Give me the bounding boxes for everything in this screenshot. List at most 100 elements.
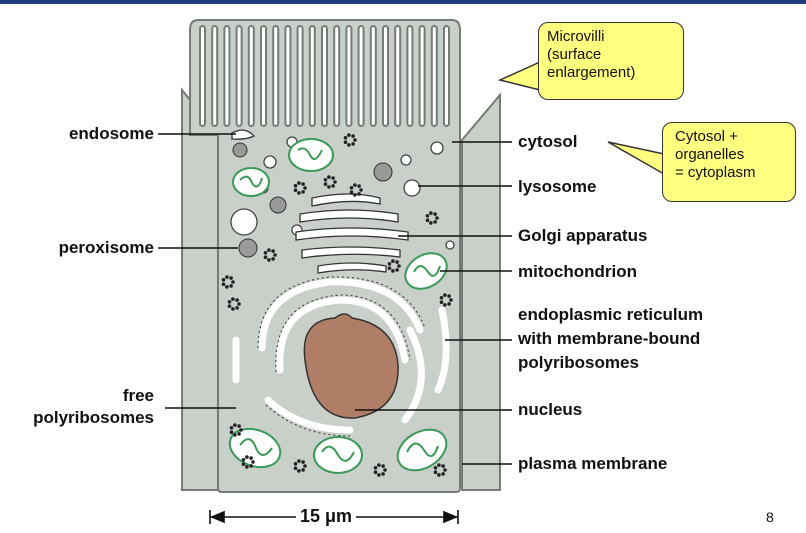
label-er-line2: with membrane-bound [518, 329, 701, 348]
microvillus [272, 25, 280, 127]
ribosome [353, 193, 357, 197]
ribosome [327, 175, 331, 179]
ribosome [381, 472, 385, 476]
microvillus [211, 25, 219, 127]
ribosome [447, 294, 451, 298]
microvilli-callout-line3: enlargement) [547, 64, 636, 81]
ribosome [293, 188, 298, 192]
ribosome [373, 466, 378, 470]
label-free-line2: polyribosomes [33, 408, 154, 427]
microvillus [406, 25, 414, 127]
microvillus [321, 25, 328, 127]
microvillus [284, 25, 292, 127]
ribosome [229, 284, 233, 288]
ribosome [351, 134, 355, 138]
microvillus [247, 25, 255, 127]
ribosome [343, 140, 348, 144]
ribosome [395, 268, 399, 272]
ribosome [349, 190, 354, 194]
mitochondria [228, 138, 448, 474]
ribosome [347, 133, 351, 137]
ribosome [359, 188, 363, 192]
ribosome [331, 184, 335, 188]
ribosome [297, 469, 301, 473]
microvillus [296, 25, 304, 127]
microvillus [333, 25, 341, 127]
ribosome [249, 456, 253, 460]
ribosome [425, 214, 430, 218]
nucleus-shape [303, 313, 399, 419]
ribosome [233, 433, 237, 437]
ribosome [397, 264, 401, 268]
label-golgi: Golgi apparatus [518, 226, 648, 245]
ribosome [303, 186, 307, 190]
ribosome [327, 185, 331, 189]
polyribosome-clusters [221, 133, 453, 477]
neighbor-cell-left [181, 87, 223, 491]
ribosome [353, 138, 357, 142]
ribosome [333, 180, 337, 184]
ribosome [301, 182, 305, 186]
ribosome [387, 266, 392, 271]
label-mitochondrion: mitochondrion [518, 262, 637, 281]
microvillus [235, 25, 243, 127]
microvillus [382, 25, 389, 127]
ribosome [429, 211, 433, 215]
ribosome [245, 465, 249, 469]
label-peroxisome: peroxisome [58, 238, 154, 257]
ribosome [437, 463, 441, 467]
microvillus [223, 25, 231, 127]
label-er-line1: endoplasmic reticulum [518, 305, 704, 324]
ribosome [331, 176, 335, 180]
ribosome [301, 190, 305, 194]
ribosome [235, 306, 239, 310]
ribosome [395, 260, 399, 264]
microvilli-callout-line2: (surface [547, 46, 602, 63]
microvillus [308, 25, 316, 127]
ribosome [383, 468, 387, 472]
microvillus [357, 25, 365, 127]
scale-bar-label: 15 μm [296, 506, 357, 527]
ribosome [301, 460, 305, 464]
ribosome [441, 472, 445, 476]
label-endosome: endosome [68, 124, 154, 143]
rough-er [232, 278, 450, 434]
ribosome [271, 257, 275, 261]
cytoplasm-callout-line2: organelles [675, 146, 745, 163]
microvillus [430, 25, 438, 127]
ribosome [349, 186, 354, 190]
ribosome [391, 259, 395, 263]
ribosome [429, 221, 433, 225]
ribosome [297, 191, 301, 195]
lysosomes-vesicles [230, 136, 455, 250]
ribosome [297, 181, 301, 185]
label-plasma-membrane: plasma membrane [518, 454, 668, 473]
ribosome [271, 249, 275, 253]
ribosome [237, 302, 241, 306]
endosome-shape [231, 129, 256, 140]
microvillus [199, 25, 206, 127]
ribosome [387, 262, 392, 266]
ribosome [241, 462, 246, 467]
ribosome [249, 464, 253, 468]
ribosome [303, 464, 307, 468]
ribosome [323, 182, 328, 186]
ribosome [293, 462, 298, 466]
ribosome [233, 423, 237, 427]
ribosome [441, 464, 445, 468]
ribosome [433, 470, 438, 475]
microvillus [345, 25, 353, 127]
microvillus [418, 25, 426, 127]
header-bar [0, 0, 806, 4]
ribosome [221, 278, 226, 282]
ribosome [357, 192, 361, 196]
ribosome [443, 303, 447, 307]
ribosome [251, 460, 255, 464]
ribosome [231, 280, 235, 284]
ribosome [301, 468, 305, 472]
ribosome [229, 426, 234, 430]
ribosome [237, 424, 241, 428]
microvilli-callout-pointer [497, 60, 541, 91]
ribosome [245, 455, 249, 459]
